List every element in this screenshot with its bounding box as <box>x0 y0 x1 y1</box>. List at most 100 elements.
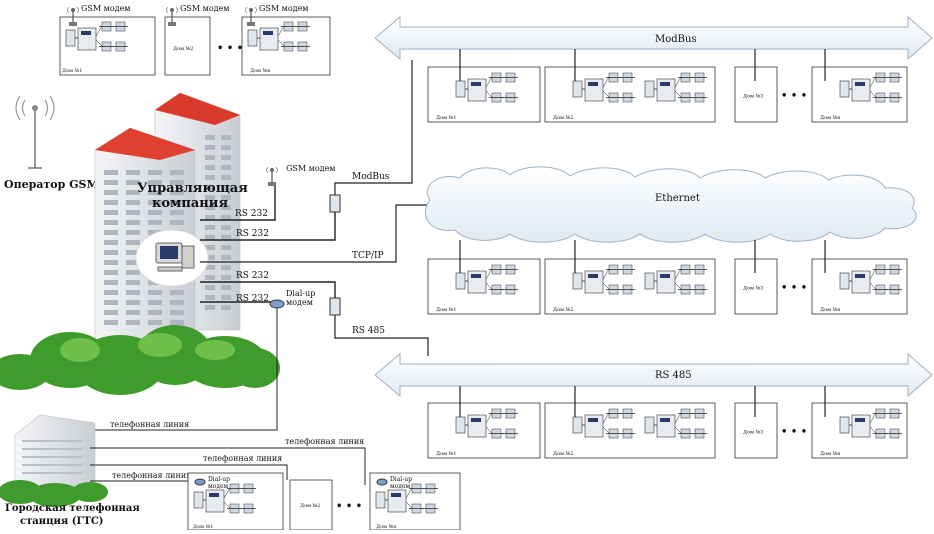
tcpip-label: TCP/IP <box>352 251 384 261</box>
house-label: Дом №2 <box>553 307 573 313</box>
house-label: Дом №n <box>250 68 271 74</box>
bus-house: Дом №1 <box>427 258 541 315</box>
ellipsis: • • • <box>781 427 807 438</box>
heat-meter-unit <box>839 264 902 295</box>
computer-icon <box>135 229 209 287</box>
gts-label-line2: станция (ГТС) <box>20 516 104 527</box>
ellipsis: • • • <box>781 283 807 294</box>
heat-meter-unit <box>644 408 707 439</box>
house-label: Дом №n <box>376 524 397 530</box>
house-label: Дом №n <box>820 307 841 313</box>
city-telephone-station: Городская телефонная станция (ГТС) <box>0 414 140 527</box>
gsm-house-2: Дом №2 <box>164 16 211 76</box>
phone-line-label: телефонная линия <box>112 471 191 480</box>
heat-meter-unit <box>375 483 438 514</box>
gsm-operator-tower: Оператор GSM <box>4 95 99 191</box>
heat-meter-unit <box>572 408 635 439</box>
gsm-house-n: Дом №n <box>241 16 331 76</box>
house-label: Дом №1 <box>436 115 456 121</box>
dialup-modem-label: модем <box>390 483 411 490</box>
ethernet-label: Ethernet <box>655 193 700 204</box>
house-label: Дом №3 <box>743 286 763 292</box>
rs485-bus: RS 485 <box>374 352 933 398</box>
heat-meter-unit <box>65 21 128 52</box>
heat-meter-unit <box>572 72 635 103</box>
dialup-house-n: Dial-up модем Дом №n <box>369 472 461 531</box>
dialup-modem-label: Dial-up <box>208 476 230 483</box>
link-labels: RS 232 RS 232 RS 232 RS 232 <box>235 209 269 304</box>
antenna-icon <box>67 6 79 26</box>
heat-meter-unit <box>455 264 518 295</box>
company-gsm-modem-label: GSM модем <box>286 164 336 173</box>
phone-line-label: телефонная линия <box>285 437 364 446</box>
house-label: Дом №n <box>820 115 841 121</box>
ellipsis: • • • <box>217 43 243 54</box>
bus-house: Дом №n <box>811 258 908 315</box>
dialup-modem-label: Dial-up <box>390 476 412 483</box>
gsm-modem-2: GSM модем <box>166 4 230 26</box>
bottom-dialup-houses: Dial-up модем Дом №1 Дом №2 • • • Dial-u… <box>187 472 461 531</box>
modbus-converter: ModBus <box>329 60 413 213</box>
house-label: Дом №3 <box>743 94 763 100</box>
bus-house: Дом №2 <box>544 402 716 459</box>
company-label-line2: компания <box>152 196 228 211</box>
heat-meter-unit <box>839 408 902 439</box>
heat-meter-unit <box>839 72 902 103</box>
heat-meter-unit <box>572 264 635 295</box>
rs485-bus-label: RS 485 <box>655 370 692 381</box>
dialup-label-line2: модем <box>286 298 313 307</box>
top-gsm-houses: Дом №1 GSM модем Дом №2 GSM модем • • • … <box>59 4 331 76</box>
phone-line-label: телефонная линия <box>110 420 189 429</box>
bus-house: Дом №3 <box>734 402 778 459</box>
rs485-converter: RS 485 <box>329 297 429 356</box>
bus-house: Дом №3 <box>734 258 778 315</box>
rs232-label: RS 232 <box>236 271 269 281</box>
rs485-label: RS 485 <box>352 326 385 336</box>
house-label: Дом №n <box>820 451 841 457</box>
bus-house: Дом №1 <box>427 66 541 123</box>
heat-meter-unit <box>247 21 310 52</box>
gsm-modem-label: GSM модем <box>81 4 131 13</box>
gsm-operator-label: Оператор GSM <box>4 178 99 191</box>
company-label-line1: Управляющая <box>137 181 248 196</box>
rs232-label: RS 232 <box>236 294 269 304</box>
heat-meter-unit <box>644 72 707 103</box>
tcpip-link: TCP/IP <box>200 204 428 263</box>
modbus-bus-label: ModBus <box>655 34 697 45</box>
house-label: Дом №1 <box>436 307 456 313</box>
rs232-label: RS 232 <box>236 229 269 239</box>
modbus-house-row: Дом №1 Дом №2 Дом №3 Дом №n • • • <box>427 49 908 123</box>
heat-meter-unit <box>644 264 707 295</box>
house-label: Дом №1 <box>436 451 456 457</box>
gsm-house-1: Дом №1 <box>59 16 156 76</box>
dialup-modem-label: модем <box>208 483 229 490</box>
modbus-label: ModBus <box>352 172 390 182</box>
telephone-lines <box>90 447 366 485</box>
company-links <box>200 186 336 303</box>
gsm-modem-label: GSM модем <box>259 4 309 13</box>
gsm-modem-label: GSM модем <box>180 4 230 13</box>
house-label: Дом №1 <box>193 524 213 530</box>
dialup-house-1: Dial-up модем Дом №1 <box>187 472 284 531</box>
antenna-icon <box>245 6 257 26</box>
ethernet-house-row: Дом №1 Дом №2 Дом №3 Дом №n • • • <box>427 240 908 315</box>
phone-line-label: телефонная линия <box>203 454 282 463</box>
house-label: Дом №3 <box>743 430 763 436</box>
dialup-modem: Dial-up модем <box>90 289 315 431</box>
dialup-label-line1: Dial-up <box>286 289 315 298</box>
gts-label-line1: Городская телефонная <box>5 503 140 514</box>
company-gsm-modem: GSM модем <box>266 164 336 186</box>
ellipsis: • • • <box>781 91 807 102</box>
heat-meter-unit <box>193 483 256 514</box>
house-label: Дом №2 <box>553 115 573 121</box>
house-label: Дом №2 <box>553 451 573 457</box>
antenna-icon <box>266 166 278 186</box>
bus-house: Дом №3 <box>734 66 778 123</box>
bus-house: Дом №2 <box>544 258 716 315</box>
house-label: Дом №2 <box>300 503 320 509</box>
rs485-house-row: Дом №1 Дом №2 Дом №3 Дом №n • • • <box>427 386 908 459</box>
ellipsis: • • • <box>336 501 362 512</box>
bus-house: Дом №n <box>811 402 908 459</box>
